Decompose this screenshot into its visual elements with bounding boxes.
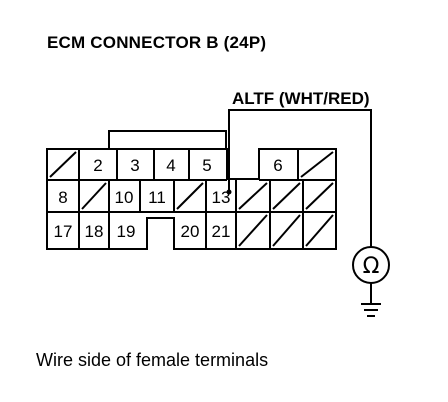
terminal-6: 6 — [273, 156, 282, 175]
empty-cavity-hatch — [272, 214, 301, 247]
connector-key-tab — [108, 130, 227, 149]
terminal-11: 11 — [148, 188, 166, 207]
page-title: ECM CONNECTOR B (24P) — [47, 33, 267, 52]
empty-cavity-hatch — [176, 182, 204, 210]
terminal-4: 4 — [166, 156, 175, 175]
terminal-17: 17 — [54, 222, 73, 241]
probe-wire — [228, 109, 372, 247]
caption: Wire side of female terminals — [36, 350, 269, 370]
terminal-3: 3 — [130, 156, 139, 175]
terminal-8: 8 — [58, 188, 67, 207]
terminal-13: 13 — [212, 188, 231, 207]
terminal-21: 21 — [212, 222, 231, 241]
empty-cavity-hatch — [272, 182, 301, 210]
empty-cavity-hatch — [238, 182, 268, 210]
wire-label: ALTF (WHT/RED) — [232, 89, 370, 108]
terminal-19: 19 — [117, 222, 136, 241]
ohm-symbol: Ω — [363, 254, 380, 279]
empty-cavity-hatch — [49, 151, 77, 178]
empty-cavity-hatch — [238, 214, 268, 247]
terminal-2: 2 — [93, 156, 102, 175]
terminal-18: 18 — [85, 222, 104, 241]
empty-cavity-hatch — [81, 182, 107, 210]
terminal-5: 5 — [202, 156, 211, 175]
terminal-20: 20 — [181, 222, 200, 241]
empty-cavity-hatch — [305, 182, 334, 210]
terminal-10: 10 — [115, 188, 134, 207]
empty-cavity-hatch — [305, 214, 334, 247]
probe-point — [226, 189, 232, 195]
empty-cavity-hatch — [300, 151, 334, 178]
